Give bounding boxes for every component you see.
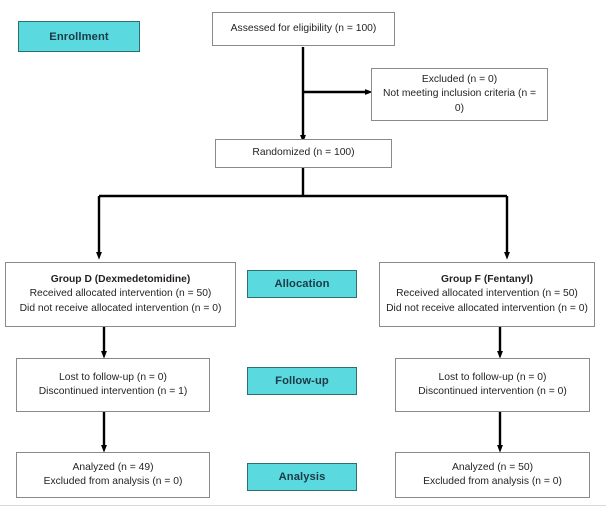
node-line: Analyzed (n = 50) <box>452 461 533 473</box>
phase-label-followup-text: Follow-up <box>275 375 329 387</box>
node-line: Lost to follow-up (n = 0) <box>438 371 547 383</box>
node-line: Did not receive allocated intervention (… <box>19 302 222 314</box>
node-line: Excluded from analysis (n = 0) <box>43 476 183 487</box>
node-followup-left: Lost to follow-up (n = 0) Discontinued i… <box>16 358 210 412</box>
node-analysis-right: Analyzed (n = 50) Excluded from analysis… <box>395 452 590 498</box>
node-allocation-group-f: Group F (Fentanyl) Received allocated in… <box>379 262 595 327</box>
node-analysis-left: Analyzed (n = 49) Excluded from analysis… <box>16 452 210 498</box>
node-line: Discontinued intervention (n = 1) <box>38 386 188 397</box>
phase-label-enrollment: Enrollment <box>18 21 140 52</box>
node-line: Did not receive allocated intervention (… <box>386 302 588 314</box>
node-line: Discontinued intervention (n = 0) <box>418 386 567 397</box>
phase-label-followup: Follow-up <box>247 367 357 395</box>
node-line: Assessed for eligibility (n = 100) <box>230 22 377 34</box>
node-line: Analyzed (n = 49) <box>72 461 154 473</box>
phase-label-allocation: Allocation <box>247 270 357 298</box>
node-line: 0) <box>454 102 465 114</box>
node-followup-right: Lost to follow-up (n = 0) Discontinued i… <box>395 358 590 412</box>
node-line: Received allocated intervention (n = 50) <box>396 288 578 300</box>
node-assessed-for-eligibility: Assessed for eligibility (n = 100) <box>212 12 395 46</box>
node-line: Not meeting inclusion criteria (n = <box>382 88 537 100</box>
node-excluded: Excluded (n = 0) Not meeting inclusion c… <box>371 68 548 121</box>
node-allocation-group-d: Group D (Dexmedetomidine) Received alloc… <box>5 262 236 327</box>
node-line: Received allocated intervention (n = 50) <box>29 288 212 300</box>
node-line: Lost to follow-up (n = 0) <box>59 371 167 383</box>
phase-label-analysis: Analysis <box>247 463 357 491</box>
node-line: Excluded from analysis (n = 0) <box>423 476 562 487</box>
node-line-title: Group F (Fentanyl) <box>440 273 534 285</box>
phase-label-analysis-text: Analysis <box>278 471 326 483</box>
node-line: Excluded (n = 0) <box>421 73 498 85</box>
node-line: Randomized (n = 100) <box>252 147 355 159</box>
phase-label-enrollment-text: Enrollment <box>49 30 109 43</box>
phase-label-allocation-text: Allocation <box>274 278 330 290</box>
node-randomized: Randomized (n = 100) <box>215 139 392 168</box>
node-line-title: Group D (Dexmedetomidine) <box>50 273 191 285</box>
